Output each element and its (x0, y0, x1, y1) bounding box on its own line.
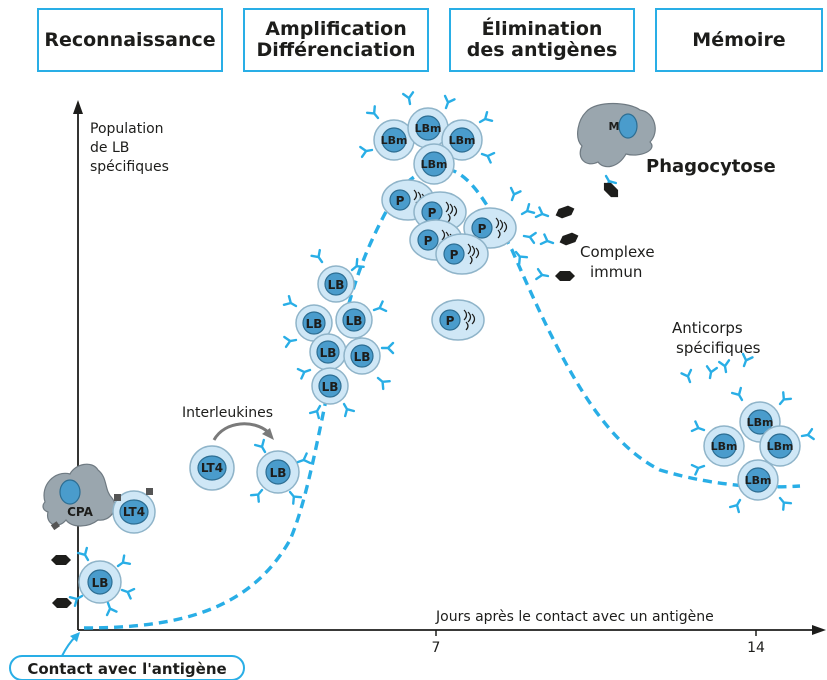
plasma-cell (431, 299, 485, 341)
label-lbm: LBm (767, 440, 794, 453)
lb-cell-activated (249, 438, 312, 505)
label-lbm: LBm (415, 122, 442, 135)
population-curve (83, 166, 801, 630)
label-p: P (446, 314, 455, 328)
label-lbm: LBm (449, 134, 476, 147)
phase-amplification-line2: Différenciation (256, 39, 416, 61)
contact-label: Contact avec l'antigène (27, 660, 226, 678)
label-lbm: LBm (381, 134, 408, 147)
label-p: P (428, 206, 437, 220)
phase-amplification-line1: Amplification (265, 18, 407, 40)
y-axis-label-line3: spécifiques (90, 159, 169, 175)
phagocytose-label: Phagocytose (646, 156, 776, 177)
lt4-cell-interleukine (189, 445, 235, 491)
label-lb: LB (354, 350, 371, 364)
label-m: M (609, 120, 620, 133)
label-lbm: LBm (711, 440, 738, 453)
contact-pill (9, 655, 245, 680)
y-axis-label-line2: de LB (90, 140, 129, 156)
y-axis-label-line1: Population (90, 121, 164, 137)
interleukines-label: Interleukines (182, 405, 273, 421)
phase-elimination-line2: des antigènes (466, 39, 618, 61)
label-lt4: LT4 (123, 505, 145, 519)
label-lbm: LBm (745, 474, 772, 487)
x-axis-label: Jours après le contact avec un antigène (435, 609, 714, 625)
phase-amplification-label: Amplification Différenciation (256, 19, 415, 61)
free-antibodies (680, 352, 754, 385)
plasma-cell (435, 233, 489, 275)
cpa-receptor-icon (50, 521, 60, 531)
phase-memoire: Mémoire (655, 8, 823, 72)
immune-complexes (534, 203, 581, 283)
label-p: P (478, 222, 487, 236)
label-p: P (450, 248, 459, 262)
label-lb: LB (320, 346, 337, 360)
phase-reconnaissance: Reconnaissance (37, 8, 223, 72)
macrophage-nucleus (618, 113, 638, 139)
y-axis-arrow-icon (73, 100, 83, 114)
x-axis-arrow-icon (812, 625, 826, 635)
lb-cluster (282, 248, 395, 420)
label-lb: LB (328, 278, 345, 292)
label-lbm: LBm (421, 158, 448, 171)
antigen-icon (51, 555, 71, 565)
phase-elimination: Élimination des antigènes (449, 8, 635, 72)
anticorps-label-line1: Anticorps (672, 319, 743, 337)
label-p: P (396, 194, 405, 208)
phase-elimination-label: Élimination des antigènes (467, 19, 618, 61)
macrophage-cell (577, 102, 656, 168)
lt4-cell-cpa (112, 488, 156, 534)
phase-memoire-label: Mémoire (692, 28, 786, 51)
label-lb: LB (322, 380, 339, 394)
label-lb: LB (92, 576, 109, 590)
phase-reconnaissance-label: Reconnaissance (44, 28, 216, 51)
label-lb: LB (306, 317, 323, 331)
interleukine-arrowhead-icon (262, 428, 274, 440)
complexe-label-line2: immun (590, 263, 642, 281)
label-cpa: CPA (67, 505, 94, 519)
phase-elimination-line1: Élimination (481, 18, 603, 40)
complexe-label-line1: Complexe (580, 243, 655, 261)
antigen-icon (52, 598, 72, 608)
interleukine-arrow-icon (212, 422, 270, 441)
label-lt4: LT4 (201, 461, 223, 475)
contact-arrowhead-icon (70, 632, 80, 642)
lb-cell-initial (68, 546, 136, 617)
tick-label-7: 7 (432, 640, 441, 656)
lbm-cluster-peak (359, 91, 496, 185)
tick-label-14: 14 (747, 640, 765, 656)
anticorps-label-line2: spécifiques (676, 339, 761, 357)
phase-amplification: Amplification Différenciation (243, 8, 429, 72)
label-lbm: LBm (747, 416, 774, 429)
lbm-cluster-memory (690, 386, 815, 514)
label-p: P (424, 234, 433, 248)
label-lb: LB (346, 314, 363, 328)
label-lb: LB (270, 466, 287, 480)
cpa-nucleus (59, 479, 81, 505)
